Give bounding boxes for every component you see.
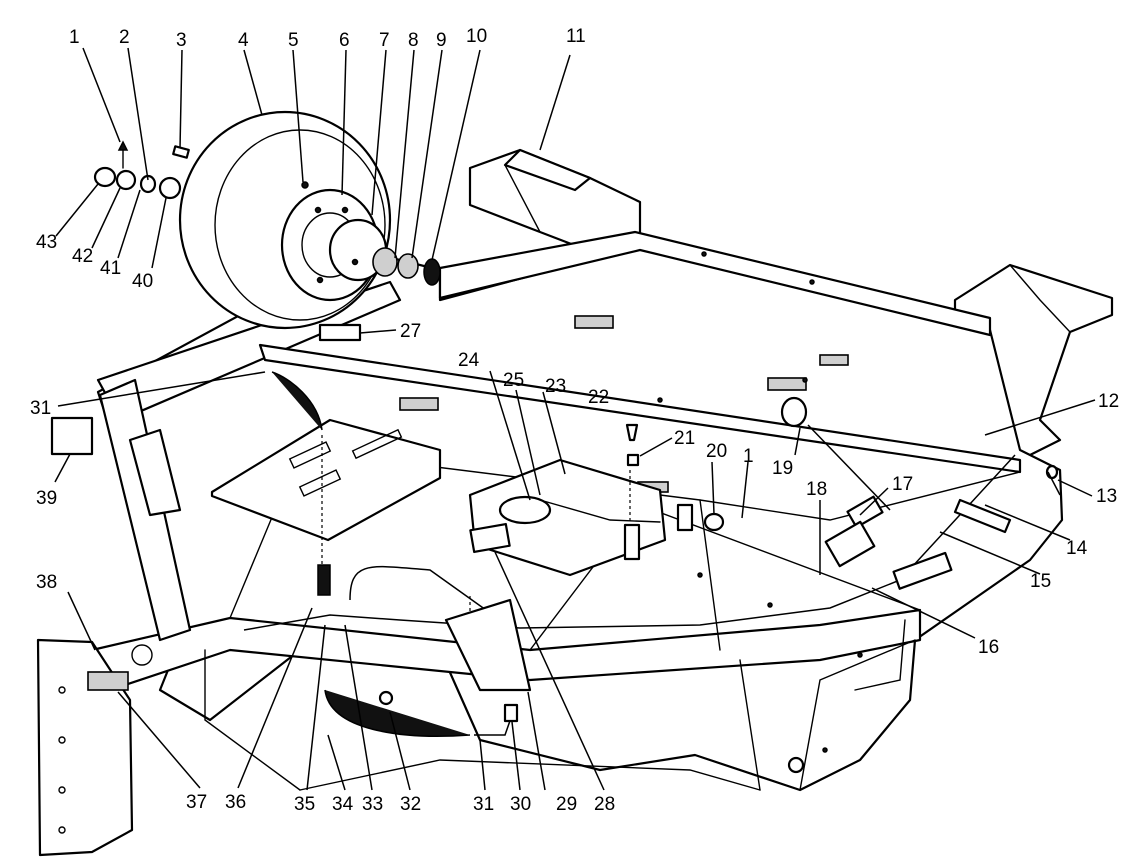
callout-3: 3	[176, 30, 187, 51]
callout-19: 19	[772, 458, 793, 479]
callout-31-bottom: 31	[473, 794, 494, 815]
callout-35: 35	[294, 794, 315, 815]
callout-13: 13	[1096, 486, 1117, 507]
callout-16: 16	[978, 637, 999, 658]
callout-5: 5	[288, 30, 299, 51]
callout-4: 4	[238, 30, 249, 51]
callout-23: 23	[545, 376, 566, 397]
callout-21: 21	[674, 428, 695, 449]
callout-1-top: 1	[69, 27, 80, 48]
callout-10: 10	[466, 26, 487, 47]
callout-30: 30	[510, 794, 531, 815]
callout-6: 6	[339, 30, 350, 51]
seat-support-block	[468, 148, 642, 257]
callout-29: 29	[556, 794, 577, 815]
callout-7: 7	[379, 30, 390, 51]
callout-43: 43	[36, 232, 57, 253]
callout-33: 33	[362, 794, 383, 815]
rear-wheel	[178, 110, 441, 330]
callout-8: 8	[408, 30, 419, 51]
callout-27: 27	[400, 321, 421, 342]
callout-22: 22	[588, 387, 609, 408]
callout-20: 20	[706, 441, 727, 462]
callout-32: 32	[400, 794, 421, 815]
hub-leader-lines	[55, 183, 167, 269]
hardware	[36, 323, 1061, 857]
leader-lines	[54, 47, 1096, 791]
deck-plate	[210, 418, 442, 542]
callout-40: 40	[132, 271, 153, 292]
callout-12: 12	[1098, 391, 1119, 412]
callout-25: 25	[503, 370, 524, 391]
callout-36: 36	[225, 792, 246, 813]
callout-38: 38	[36, 572, 57, 593]
callout-1-right: 1	[743, 446, 754, 467]
callout-24: 24	[458, 350, 480, 371]
callout-15: 15	[1030, 571, 1051, 592]
callouts: 1 2 3 4 5 6 7 8 9 10 11 12 13 14 15 16 1…	[30, 26, 1119, 815]
callout-2: 2	[119, 27, 130, 48]
callout-39: 39	[36, 488, 57, 509]
hub-parts	[93, 140, 190, 200]
callout-28: 28	[594, 794, 615, 815]
callout-14: 14	[1066, 538, 1088, 559]
callout-42: 42	[72, 246, 93, 267]
callout-9: 9	[436, 30, 447, 51]
callout-11: 11	[566, 26, 586, 47]
callout-41: 41	[100, 258, 121, 279]
callout-34: 34	[332, 794, 354, 815]
callout-17: 17	[892, 474, 913, 495]
callout-18: 18	[806, 479, 827, 500]
callout-31-left: 31	[30, 398, 51, 419]
fuel-tank	[468, 458, 667, 577]
callout-37: 37	[186, 792, 207, 813]
